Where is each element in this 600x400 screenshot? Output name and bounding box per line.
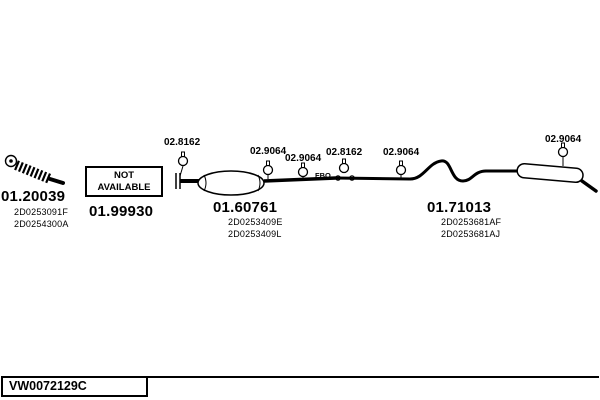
- front-flex-pipe-drawing: [4, 154, 65, 185]
- center-muffler-body: [197, 170, 265, 196]
- part-code: 2D0253409L: [228, 229, 282, 239]
- clamp-icon: [395, 160, 407, 176]
- tailpipe: [580, 179, 598, 193]
- diagram-reference-box: VW0072129C: [1, 376, 148, 397]
- clamp-icon: [297, 162, 309, 178]
- part-number-front-pipe: 01.20039: [1, 188, 66, 205]
- rear-muffler-body: [516, 162, 584, 184]
- center-muffler-drawing: [175, 151, 337, 196]
- rear-pipe-drawing: [335, 158, 519, 183]
- clamp-icon: [262, 160, 274, 176]
- part-code: 2D0253091F: [14, 207, 69, 217]
- clamp-label: 02.9064: [383, 147, 420, 158]
- clamp-label: 02.9064: [250, 146, 287, 157]
- part-number-rear-muffler: 01.71013: [427, 199, 492, 216]
- clamp-icon: [338, 158, 350, 174]
- clamp-icon: [177, 151, 189, 167]
- connecting-pipe: [335, 176, 411, 181]
- not-available-line1: NOT: [113, 169, 135, 181]
- flow-mark-label: FBQ: [315, 171, 331, 180]
- muffler-end-caps: [203, 174, 261, 192]
- not-available-box: NOT AVAILABLE: [85, 166, 163, 197]
- flex-corrugation-icon: [14, 160, 52, 184]
- part-code: 2D0253681AF: [441, 217, 502, 227]
- part-code: 2D0254300A: [14, 219, 69, 229]
- rear-muffler-drawing: [516, 142, 598, 193]
- clamp-icon: [557, 142, 569, 158]
- clamp-label: 02.9064: [545, 134, 582, 145]
- front-pipe-end: [48, 177, 65, 185]
- part-code: 2D0253409E: [228, 217, 283, 227]
- clamp-label: 02.8162: [326, 147, 363, 158]
- over-axle-pipe: [409, 159, 519, 183]
- not-available-line2: AVAILABLE: [97, 181, 151, 193]
- clamp-label: 02.9064: [285, 153, 322, 164]
- footer-divider-line: [148, 376, 599, 378]
- part-number-center-muffler: 01.60761: [213, 199, 278, 216]
- mid-pipe: [263, 176, 337, 183]
- clamp-label: 02.8162: [164, 137, 201, 148]
- flange-joint-icon: [175, 173, 181, 189]
- part-code: 2D0253681AJ: [441, 229, 501, 239]
- part-number-unavailable: 01.99930: [89, 203, 154, 220]
- diagram-reference: VW0072129C: [9, 379, 87, 393]
- front-flange-bolt-icon: [9, 159, 13, 163]
